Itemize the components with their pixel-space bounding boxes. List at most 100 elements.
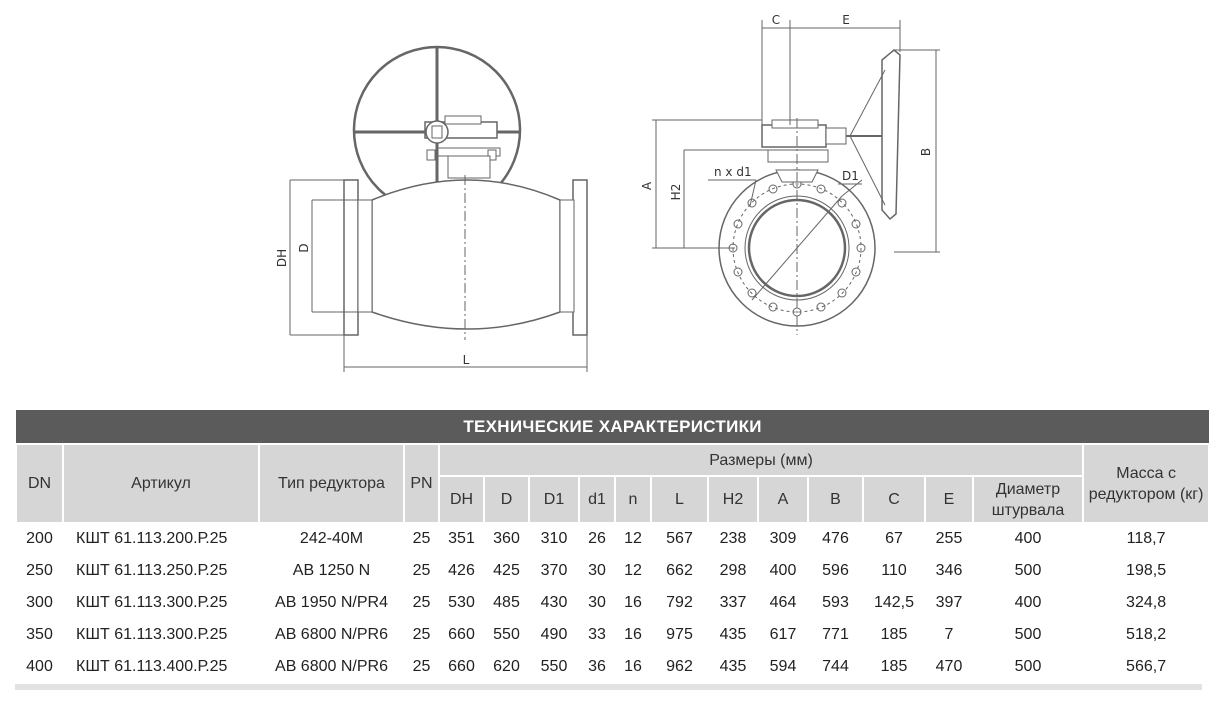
table-cell: AB 1950 N/PR4 xyxy=(258,586,405,620)
table-cell: 485 xyxy=(483,586,530,620)
table-cell: 300 xyxy=(15,586,64,620)
header-article: Артикул xyxy=(62,443,260,524)
table-cell: 25 xyxy=(403,586,440,620)
dim-label-b: B xyxy=(919,148,933,156)
header-h2: H2 xyxy=(707,475,759,524)
table-cell: 298 xyxy=(707,554,759,588)
table-cell: 518,2 xyxy=(1081,618,1211,652)
table-cell: 242-40М xyxy=(258,522,405,556)
table-cell: 464 xyxy=(757,586,809,620)
table-cell: КШТ 61.113.200.Р.25 xyxy=(62,522,260,556)
table-cell: 435 xyxy=(707,618,759,652)
table-cell: 26 xyxy=(578,522,616,556)
table-cell: 238 xyxy=(707,522,759,556)
header-e: E xyxy=(924,475,974,524)
table-cell: 962 xyxy=(650,650,709,684)
table-cell: 771 xyxy=(807,618,864,652)
specifications-table-wrapper: ТЕХНИЧЕСКИЕ ХАРАКТЕРИСТИКИ DN Артикул Ти… xyxy=(15,410,1211,690)
header-d1: D1 xyxy=(528,475,580,524)
header-wheel-diameter: Диаметр штурвала xyxy=(972,475,1084,524)
table-cell: 370 xyxy=(528,554,580,588)
table-cell: 550 xyxy=(528,650,580,684)
header-mass: Масса с редуктором (кг) xyxy=(1081,443,1211,524)
table-cell: 400 xyxy=(972,586,1084,620)
table-cell: 500 xyxy=(972,650,1084,684)
table-cell: 185 xyxy=(862,618,926,652)
table-cell: 435 xyxy=(707,650,759,684)
table-cell: 500 xyxy=(972,554,1084,588)
table-cell: 67 xyxy=(862,522,926,556)
header-c: C xyxy=(862,475,926,524)
table-cell: КШТ 61.113.300.Р.25 xyxy=(62,618,260,652)
table-cell: 397 xyxy=(924,586,974,620)
table-cell: 200 xyxy=(15,522,64,556)
table-cell: 620 xyxy=(483,650,530,684)
table-cell: 33 xyxy=(578,618,616,652)
table-cell: 12 xyxy=(614,554,652,588)
table-cell: 566,7 xyxy=(1081,650,1211,684)
table-cell: 500 xyxy=(972,618,1084,652)
table-cell: 255 xyxy=(924,522,974,556)
table-cell: 198,5 xyxy=(1081,554,1211,588)
table-cell: 36 xyxy=(578,650,616,684)
header-sizes: Размеры (мм) xyxy=(438,443,1084,477)
table-cell: 346 xyxy=(924,554,974,588)
dim-label-c: C xyxy=(772,13,780,27)
table-cell: 16 xyxy=(614,586,652,620)
table-cell: 7 xyxy=(924,618,974,652)
table-cell: 430 xyxy=(528,586,580,620)
specifications-table: ТЕХНИЧЕСКИЕ ХАРАКТЕРИСТИКИ DN Артикул Ти… xyxy=(15,410,1211,684)
dim-label-nxd1: n x d1 xyxy=(714,165,752,179)
header-dn: DN xyxy=(15,443,64,524)
table-cell: 400 xyxy=(757,554,809,588)
header-d1-small: d1 xyxy=(578,475,616,524)
table-cell: 25 xyxy=(403,618,440,652)
table-cell: 400 xyxy=(15,650,64,684)
table-cell: 792 xyxy=(650,586,709,620)
table-cell: 490 xyxy=(528,618,580,652)
table-cell: 185 xyxy=(862,650,926,684)
table-title: ТЕХНИЧЕСКИЕ ХАРАКТЕРИСТИКИ xyxy=(16,410,1210,444)
table-cell: 324,8 xyxy=(1081,586,1211,620)
table-cell: 142,5 xyxy=(862,586,926,620)
table-bottom-bar xyxy=(15,684,1202,690)
table-cell: 250 xyxy=(15,554,64,588)
valve-front-view xyxy=(289,45,588,372)
dim-label-d1: D1 xyxy=(842,169,859,183)
table-cell: AB 1250 N xyxy=(258,554,405,588)
table-cell: 662 xyxy=(650,554,709,588)
valve-drawing-svg: DH D L A H2 n x d1 D1 C E B xyxy=(275,13,940,372)
table-cell: 30 xyxy=(578,554,616,588)
table-cell: 594 xyxy=(757,650,809,684)
table-cell: 350 xyxy=(15,618,64,652)
table-cell: 360 xyxy=(483,522,530,556)
header-n: n xyxy=(614,475,652,524)
header-dh: DH xyxy=(438,475,485,524)
table-cell: 310 xyxy=(528,522,580,556)
table-cell: 25 xyxy=(403,522,440,556)
valve-side-view xyxy=(652,20,940,335)
table-cell: AB 6800 N/PR6 xyxy=(258,618,405,652)
table-cell: AB 6800 N/PR6 xyxy=(258,650,405,684)
header-pn: PN xyxy=(403,443,440,524)
header-b: B xyxy=(807,475,864,524)
dim-label-a: A xyxy=(640,181,654,190)
dim-label-e: E xyxy=(842,13,850,27)
table-cell: 660 xyxy=(438,650,485,684)
table-cell: 118,7 xyxy=(1081,522,1211,556)
table-cell: 596 xyxy=(807,554,864,588)
table-cell: 16 xyxy=(614,650,652,684)
dim-label-l: L xyxy=(463,353,470,367)
table-cell: 25 xyxy=(403,554,440,588)
dim-label-d: D xyxy=(297,243,311,252)
table-cell: КШТ 61.113.300.Р.25 xyxy=(62,586,260,620)
table-cell: 470 xyxy=(924,650,974,684)
header-gear-type: Тип редуктора xyxy=(258,443,405,524)
table-cell: 16 xyxy=(614,618,652,652)
table-cell: 110 xyxy=(862,554,926,588)
dim-label-dh: DH xyxy=(275,249,289,267)
